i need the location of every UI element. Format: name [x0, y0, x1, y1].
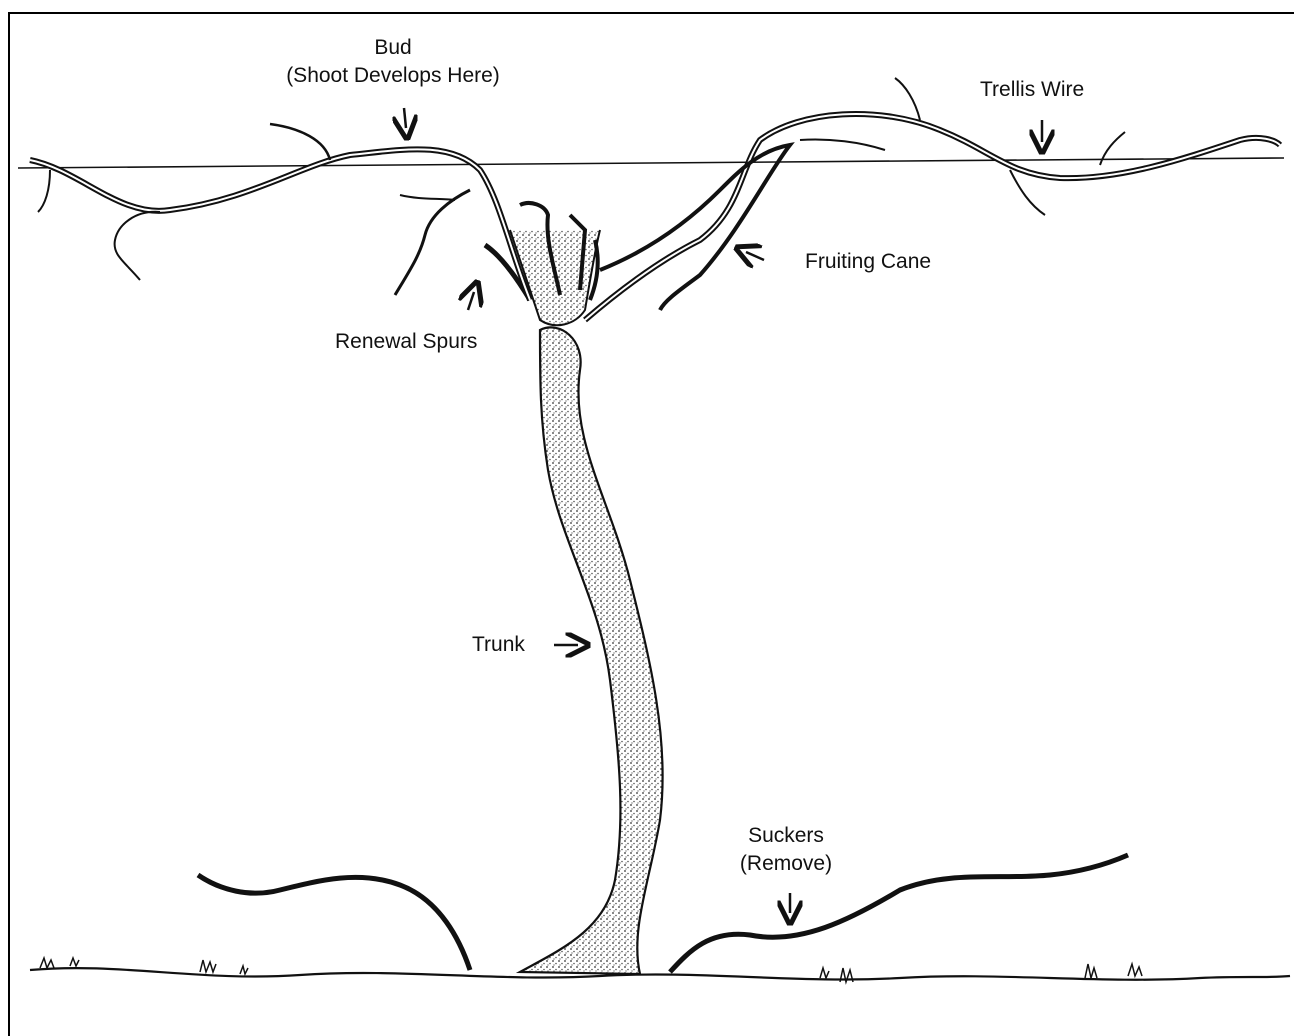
renewal-spur-shoot-2	[400, 195, 455, 200]
renewal-spurs-arrow	[468, 292, 474, 310]
trellis-wire-line	[18, 158, 1284, 168]
trellis-wire-text: Trellis Wire	[980, 76, 1084, 104]
fruiting-cane-arrow	[746, 252, 764, 260]
left-cane	[30, 149, 530, 300]
renewal-spurs-label: Renewal Spurs	[335, 328, 477, 356]
suckers-label: Suckers (Remove)	[730, 822, 842, 878]
renewal-spur-shoot	[395, 190, 470, 295]
suckers-label-line1: Suckers	[730, 822, 842, 850]
left-sucker	[198, 875, 470, 970]
renewal-spurs-text: Renewal Spurs	[335, 328, 477, 356]
bud-arrow	[404, 108, 406, 128]
trunk-label: Trunk	[472, 631, 525, 659]
trunk	[520, 327, 663, 974]
ground-line	[30, 968, 1290, 980]
left-cane-inner	[30, 149, 530, 300]
bud-label-line2: (Shoot Develops Here)	[260, 62, 526, 90]
fruiting-cane-text: Fruiting Cane	[805, 248, 931, 276]
bud-label-line1: Bud	[260, 34, 526, 62]
suckers-label-line2: (Remove)	[730, 850, 842, 878]
fruiting-cane-tendril-4	[800, 139, 885, 150]
fruiting-cane-tendril-1	[895, 78, 920, 120]
trellis-wire-label: Trellis Wire	[980, 76, 1084, 104]
fruiting-cane-label: Fruiting Cane	[805, 248, 931, 276]
left-cane-tendril-2	[115, 212, 160, 280]
bud-label: Bud (Shoot Develops Here)	[260, 34, 526, 90]
left-cane-tendril-1	[270, 124, 330, 160]
trunk-text: Trunk	[472, 631, 525, 659]
left-cane-tendril-3	[38, 170, 50, 212]
